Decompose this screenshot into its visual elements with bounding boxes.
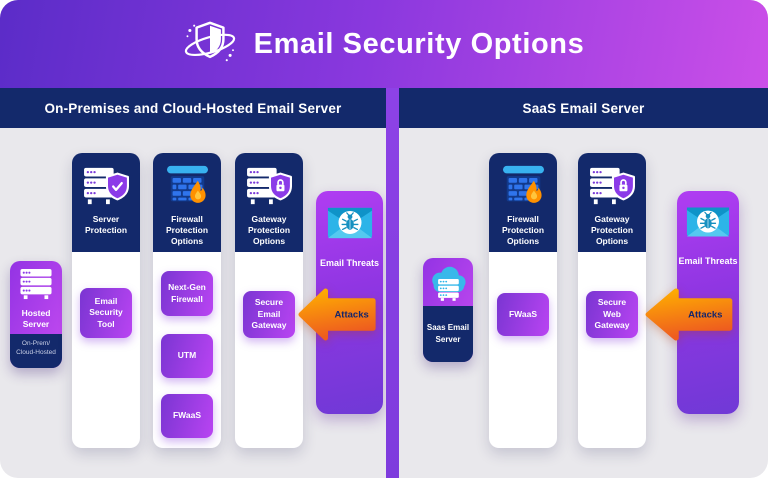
- option-next-gen-firewall: Next-Gen Firewall: [161, 271, 213, 316]
- column-header: Firewall Protection Options: [153, 153, 221, 252]
- firewall-flame-icon: [501, 162, 546, 209]
- option-secure-email-gateway: Secure Email Gateway: [243, 291, 295, 338]
- section-header-onprem: On-Premises and Cloud-Hosted Email Serve…: [0, 88, 386, 128]
- hosted-server-card: Hosted Server On-Prem/ Cloud-Hosted: [10, 261, 62, 368]
- option-utm: UTM: [161, 334, 213, 378]
- column-header: Firewall Protection Options: [489, 153, 557, 252]
- firewall-flame-icon: [165, 162, 210, 209]
- column-header: Gateway Protection Options: [578, 153, 646, 252]
- envelope-bug-icon: [327, 204, 373, 242]
- attacks-label: Attacks: [334, 309, 369, 320]
- shield-orbit-icon: [184, 19, 236, 70]
- column-gateway-protection-left: Gateway Protection Options Secure Email …: [235, 153, 303, 448]
- banner: Email Security Options: [0, 0, 768, 88]
- hosted-server-subtitle: On-Prem/ Cloud-Hosted: [10, 334, 62, 368]
- option-fwaas: FWaaS: [161, 394, 213, 438]
- server-shield-lock-icon: [589, 162, 635, 209]
- column-title: Gateway Protection Options: [590, 214, 634, 247]
- envelope-bug-icon: [686, 204, 730, 240]
- column-title: Server Protection: [84, 214, 128, 236]
- column-firewall-protection-left: Firewall Protection Options Next-Gen Fir…: [153, 153, 221, 448]
- attacks-label: Attacks: [688, 309, 723, 320]
- saas-server-top: [423, 258, 473, 306]
- panel-divider: [386, 88, 399, 478]
- attacks-arrow-left: Attacks: [298, 287, 378, 342]
- email-threats-label: Email Threats: [678, 256, 738, 266]
- right-arrow-shape: [645, 288, 733, 341]
- server-shield-check-icon: [83, 162, 129, 209]
- saas-server-card: Saas Email Server: [423, 258, 473, 362]
- column-title: Firewall Protection Options: [165, 214, 209, 247]
- email-threats-label: Email Threats: [319, 258, 380, 268]
- column-firewall-protection-right: Firewall Protection Options FWaaS: [489, 153, 557, 448]
- saas-server-title: Saas Email Server: [423, 306, 473, 362]
- column-header: Server Protection: [72, 153, 140, 252]
- column-header: Gateway Protection Options: [235, 153, 303, 252]
- server-shield-lock-icon: [246, 162, 292, 209]
- hosted-server-top: Hosted Server: [10, 261, 62, 334]
- page-title: Email Security Options: [253, 27, 585, 60]
- hosted-server-title: Hosted Server: [21, 308, 51, 330]
- section-header-saas: SaaS Email Server: [399, 88, 768, 128]
- column-server-protection: Server Protection Email Security Tool: [72, 153, 140, 448]
- cloud-server-icon: [428, 265, 468, 306]
- option-fwaas-saas: FWaaS: [497, 293, 549, 336]
- server-stack-icon: [19, 268, 53, 305]
- column-title: Gateway Protection Options: [247, 214, 291, 247]
- left-arrow-shape: [298, 288, 376, 341]
- option-secure-web-gateway: Secure Web Gateway: [586, 291, 638, 338]
- column-gateway-protection-right: Gateway Protection Options Secure Web Ga…: [578, 153, 646, 448]
- attacks-arrow-right: Attacks: [645, 287, 735, 342]
- option-email-security-tool: Email Security Tool: [80, 288, 132, 338]
- column-title: Firewall Protection Options: [501, 214, 545, 247]
